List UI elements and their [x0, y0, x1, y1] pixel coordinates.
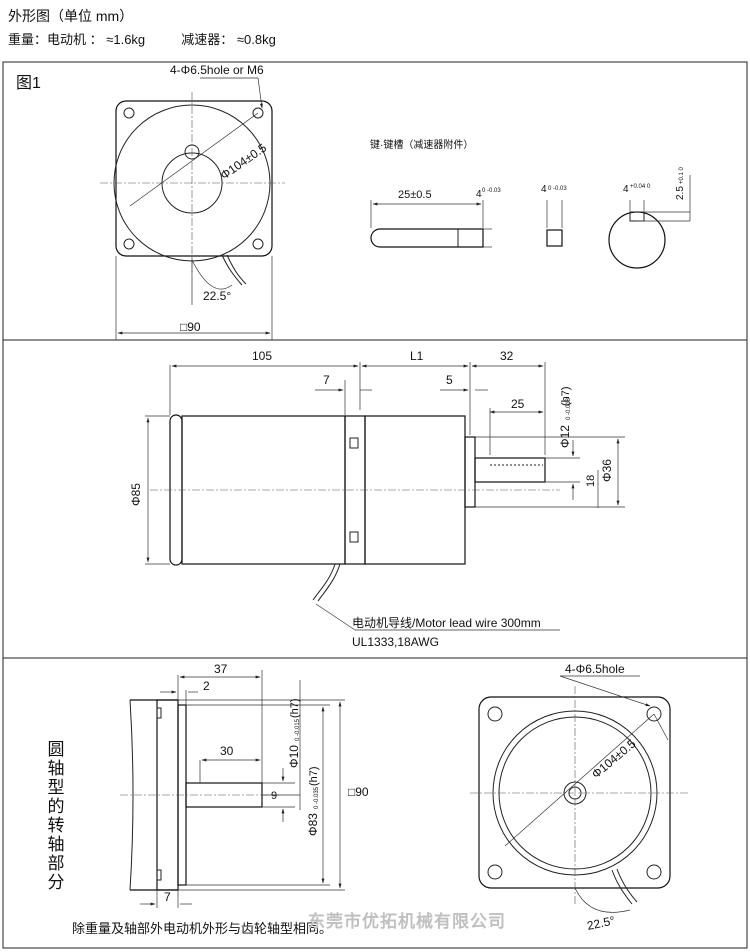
length-30: 30	[220, 744, 234, 758]
length-7: 7	[164, 890, 171, 904]
key-length-label: 25±0.5	[398, 189, 432, 201]
shaft-diameter-label: Φ12	[558, 425, 572, 448]
flange-5-label: 5	[446, 373, 453, 387]
company-watermark: 东莞市优拓机械有限公司	[308, 911, 506, 931]
pcd-label-3: Φ104±0.5	[589, 736, 639, 781]
slot-depth-tolerance: +0.1 0	[679, 166, 685, 184]
pilot-diameter-label: Φ83	[306, 813, 320, 836]
shaft-tolerance-label: 0 -0.018	[566, 397, 572, 420]
slot-width-label: 4	[623, 184, 629, 195]
key-title: 键·键槽（减速器附件）	[370, 138, 473, 151]
angle-label-3: 22.5°	[586, 913, 617, 933]
boss-diameter-label: Φ36	[600, 459, 614, 482]
length-gearhead: L1	[410, 349, 424, 363]
hole-note-3: 4-Φ6.5hole	[565, 662, 625, 676]
square-label-3: □90	[348, 785, 369, 799]
round-shaft-label: 圆轴型的转轴部分	[45, 740, 65, 892]
length-2: 2	[203, 679, 210, 693]
panel-1-frame	[2, 61, 748, 341]
flange-7-label: 7	[323, 373, 330, 387]
panel-2-frame	[2, 339, 748, 659]
length-37: 37	[214, 662, 228, 676]
page-title: 外形图（单位 mm）	[8, 8, 134, 24]
square-label-1: □90	[180, 320, 201, 334]
shaft-tolerance-label-3: 0 -0.015	[295, 718, 301, 741]
footnote: 除重量及轴部外电动机外形与齿轮轴型相同。	[72, 921, 332, 936]
angle-label-1: 22.5°	[203, 289, 231, 303]
key-width-tolerance: 0 -0.03	[482, 188, 501, 194]
slot-width-tolerance: +0.04 0	[630, 184, 651, 190]
panel-3-frame	[2, 657, 748, 949]
side-view-round-shaft	[120, 670, 345, 908]
shaft-fit-label: (h7)	[560, 386, 572, 406]
key-height-label: 4	[541, 184, 547, 195]
figure-label: 图1	[16, 75, 41, 92]
body-diameter-label: Φ85	[129, 483, 143, 506]
lead-wire-label: 电动机导线/Motor lead wire 300mm	[352, 616, 541, 630]
weight-line: 重量：电动机 ： ≈1.6kg 减速器： ≈0.8kg	[8, 32, 276, 47]
side-view-motor	[145, 362, 625, 631]
key-end-view	[546, 200, 563, 247]
hole-note-1: 4-Φ6.5hole or M6	[170, 63, 264, 77]
shaft-fit-label-3: (h7)	[289, 698, 301, 718]
slot-depth-label: 2.5	[675, 186, 686, 200]
pilot-tolerance-label: 0 -0.035	[314, 786, 320, 809]
key-width-label: 4	[476, 189, 482, 200]
length-motor: 105	[252, 349, 272, 363]
shaft-diameter-label-3: Φ10	[287, 745, 301, 768]
key-side-view	[370, 200, 492, 248]
pilot-fit-label: (h7)	[308, 766, 320, 786]
pcd-label-1: Φ104±0.5	[218, 140, 270, 182]
front-view-3	[470, 675, 690, 913]
key-25-label: 25	[511, 397, 525, 411]
keyway-view	[608, 175, 691, 269]
offset-18-label: 18	[585, 475, 597, 487]
front-view-1	[100, 77, 285, 340]
key-height-tolerance: 0 -0.03	[548, 186, 567, 192]
length-shaft: 32	[500, 349, 514, 363]
dim-9: 9	[271, 790, 277, 802]
wire-spec-label: UL1333,18AWG	[352, 635, 439, 649]
